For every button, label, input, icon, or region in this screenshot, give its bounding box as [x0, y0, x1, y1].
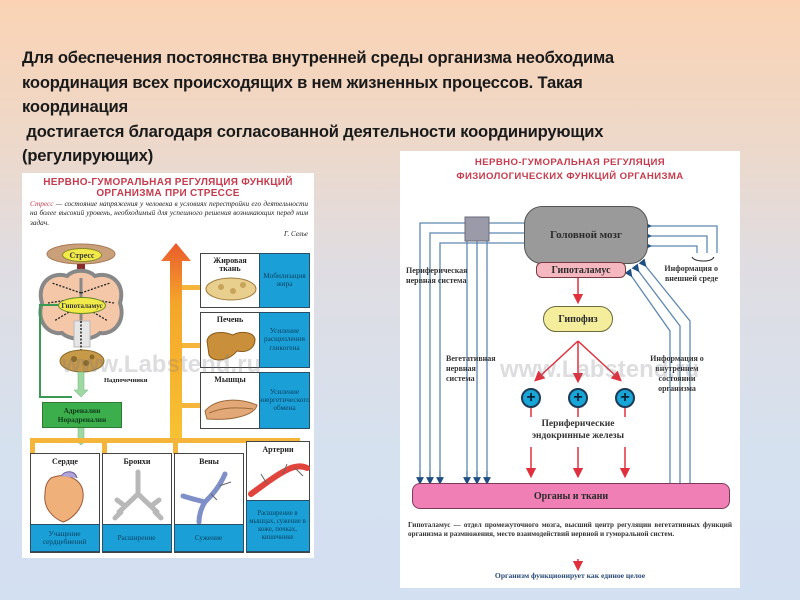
watermark: www.Labstend.ru	[500, 356, 700, 383]
organ-name: Жировая ткань	[213, 256, 247, 273]
external-info-label: Информация о внешней среде	[664, 264, 718, 283]
definition-term: Стресс	[30, 199, 54, 208]
stress-definition: Стресс — состояние напряжения у человека…	[30, 199, 308, 227]
external-info-brace	[691, 256, 715, 262]
feedback-line	[39, 304, 72, 398]
left-nerve-lines	[419, 222, 540, 483]
endocrine-gland-plus: +	[568, 388, 588, 408]
intro-line: координация всех происходящих в нем жизн…	[22, 72, 583, 92]
adrenal-arrow	[73, 371, 89, 398]
neurohumoral-regulation-diagram: НЕРВНО-ГУМОРАЛЬНАЯ РЕГУЛЯЦИЯ ФИЗИОЛОГИЧЕ…	[400, 151, 740, 588]
watermark: www.Labstend.ru	[62, 351, 262, 378]
organ-name: Мышцы	[214, 375, 246, 384]
bottom-organ-box: Артерии Расширение в мышцах, сужение в к…	[245, 441, 310, 553]
glands-label: Периферические эндокринные железы	[531, 419, 625, 441]
definition-author: Г. Селье	[284, 230, 308, 238]
endocrine-gland-plus: +	[521, 388, 541, 408]
big-up-arrow	[161, 243, 191, 441]
bronchi-icon	[112, 469, 164, 521]
right-title-line2: ФИЗИОЛОГИЧЕСКИХ ФУНКЦИЙ ОРГАНИЗМА	[456, 171, 684, 182]
red-arrows	[525, 275, 631, 572]
autonomic-ns-label: Вегетативная нервная система	[446, 354, 496, 383]
organ-effect: Сужение	[173, 524, 244, 552]
bottom-organ-box: Вены Сужение	[173, 453, 244, 553]
organ-effect: Учащение сердцебиений	[29, 524, 100, 552]
conclusion-text: Организм функционирует как единое целое	[494, 571, 646, 580]
hypothalamus-definition: Гипоталамус — отдел промежуточного мозга…	[408, 521, 732, 539]
organs-tissues-node: Органы и ткани	[412, 483, 730, 509]
intro-line: координация	[22, 97, 128, 116]
heart-icon	[44, 471, 84, 523]
hormone-adrenaline: Адреналин	[63, 406, 101, 415]
distribution-bar	[30, 438, 300, 443]
hypothalamus-node: Гипоталамус	[536, 262, 626, 278]
adrenal-label: Надпочечники	[104, 377, 148, 384]
peripheral-ns-label: Периферическая нервная система	[406, 266, 468, 285]
down-arrows-to-organs	[416, 471, 491, 485]
muscle-icon	[204, 399, 258, 420]
hypothalamus-label: Гипоталамус	[58, 297, 106, 314]
organ-effect: Мобилизация жира	[259, 252, 310, 308]
intro-line: достигается благодаря согласованной деят…	[22, 121, 604, 141]
bottom-organ-box: Сердце Учащение сердцебиений	[29, 453, 100, 553]
arteries-icon	[248, 463, 310, 497]
organ-effect: Расширение в мышцах, сужение в коже, поч…	[245, 500, 310, 552]
organ-name: Артерии	[262, 445, 294, 454]
right-title-line1: НЕРВНО-ГУМОРАЛЬНАЯ РЕГУЛЯЦИЯ	[474, 157, 666, 168]
left-title-line1: НЕРВНО-ГУМОРАЛЬНАЯ РЕГУЛЯЦИЯ ФУНКЦИЙ	[43, 177, 293, 188]
nerve-junction-box	[464, 216, 490, 242]
intro-text: Для обеспечения постоянства внутренней с…	[22, 46, 762, 193]
organ-name: Вены	[199, 457, 219, 466]
stress-label: Стресс	[62, 248, 102, 262]
organ-effect: Расширение	[101, 524, 172, 552]
liver-icon	[206, 331, 256, 361]
brain-node: Головной мозг	[524, 206, 648, 264]
definition-text: — состояние напряжения у человека в усло…	[30, 199, 308, 227]
veins-icon	[180, 471, 232, 524]
endocrine-gland-plus: +	[615, 388, 635, 408]
organ-name: Сердце	[52, 457, 78, 466]
intro-line: Для обеспечения постоянства внутренней с…	[22, 48, 614, 67]
right-diagram-connectors	[416, 216, 718, 572]
left-title-line2: ОРГАНИЗМА ПРИ СТРЕССЕ	[96, 188, 240, 199]
right-info-lines	[624, 222, 718, 483]
stress-regulation-diagram: НЕРВНО-ГУМОРАЛЬНАЯ РЕГУЛЯЦИЯ ФУНКЦИЙ ОРГ…	[22, 173, 314, 558]
organ-name: Бронхи	[123, 457, 151, 466]
side-organ-box: Жировая ткань Мобилизация жира	[200, 252, 310, 308]
organ-effect: Усиление расщепления гликогена	[259, 311, 310, 368]
organ-effect: Усиление энергетического обмена	[259, 371, 310, 429]
pituitary-column	[73, 320, 91, 348]
pituitary-node: Гипофиз	[543, 306, 613, 332]
side-organ-box: Мышцы Усиление энергетического обмена	[200, 371, 310, 429]
bottom-organ-box: Бронхи Расширение	[101, 453, 172, 553]
fat-tissue-icon	[205, 277, 257, 301]
organ-name: Печень	[216, 315, 244, 324]
hormone-noradrenaline: Норадреналин	[57, 415, 107, 424]
internal-info-label: Информация о внутреннем состоянии органи…	[650, 354, 704, 393]
side-organ-box: Печень Усиление расщепления гликогена	[200, 311, 310, 368]
intro-line: (регулирующих)	[22, 146, 154, 165]
